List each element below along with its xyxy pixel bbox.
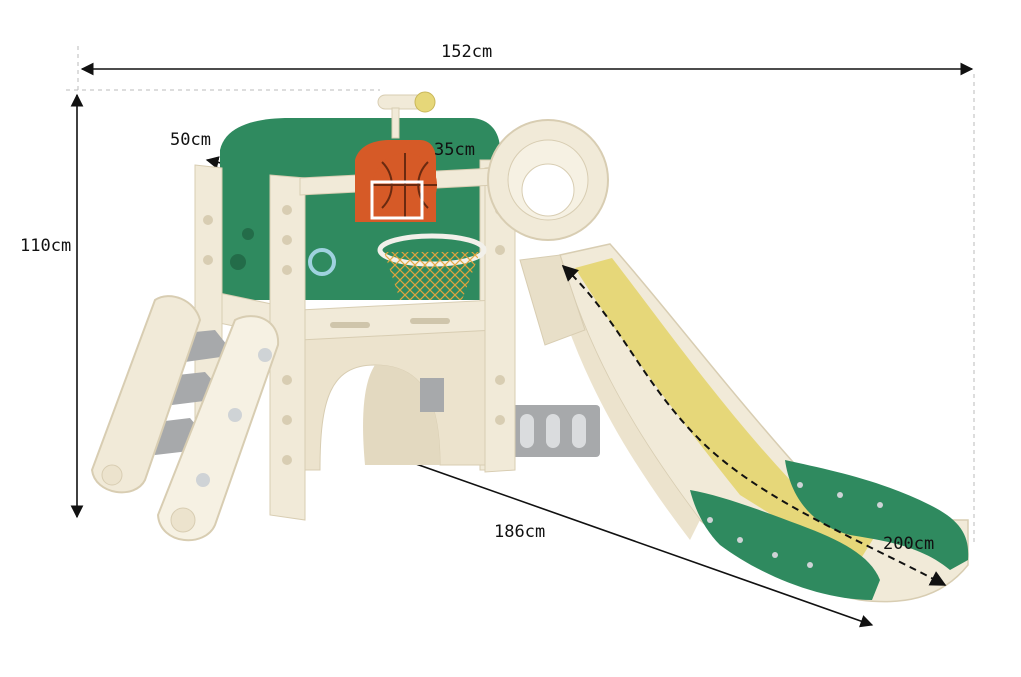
ladder-icon [90,295,280,542]
slide-label: 200cm [883,534,935,554]
steering-wheel-icon [308,248,336,276]
telescope-icon [377,91,436,139]
base-label: 186cm [494,522,546,542]
height-label: 110cm [20,236,72,256]
deck-label: 35cm [434,140,475,160]
basketball-hoop [355,140,487,300]
basketball-icon [373,153,437,217]
round-panel [487,119,609,241]
depth-label: 50cm [170,130,211,150]
width-label: 152cm [441,42,493,62]
slide [519,243,969,603]
